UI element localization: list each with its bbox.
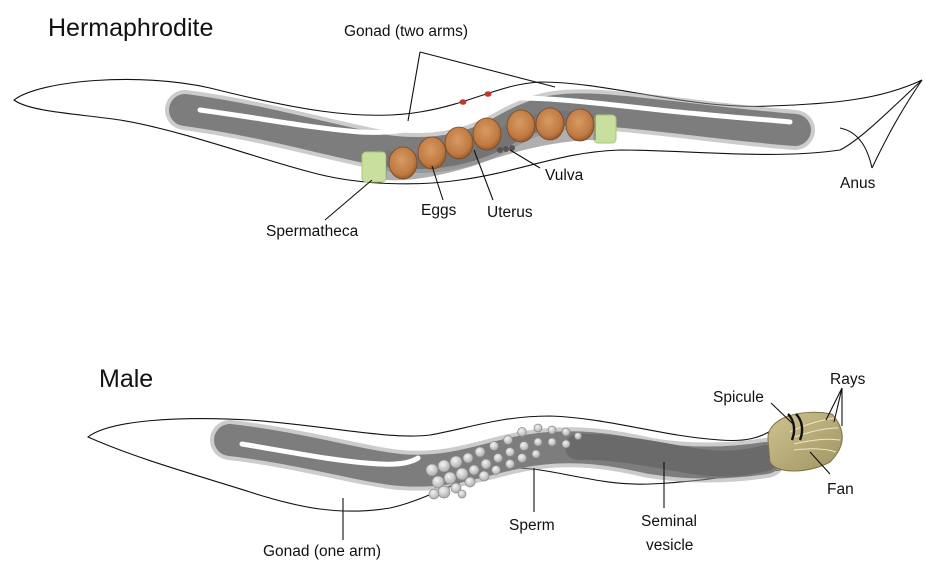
spermatheca-left <box>362 152 386 182</box>
distal-tip-marker-right <box>485 91 492 97</box>
rays-label: Rays <box>830 371 866 388</box>
spermatheca-label: Spermatheca <box>266 223 359 240</box>
hermaphrodite-figure: Hermaphrodite <box>14 14 922 240</box>
uterus-label: Uterus <box>487 204 533 221</box>
egg <box>445 127 473 159</box>
male-title: Male <box>99 365 153 393</box>
fan <box>768 412 842 471</box>
gonad-two-arms-label: Gonad (two arms) <box>344 23 468 40</box>
anus-label: Anus <box>840 175 876 192</box>
spermatheca-leader <box>325 180 372 220</box>
hermaphrodite-title: Hermaphrodite <box>48 14 213 42</box>
eggs-label: Eggs <box>421 202 457 219</box>
egg <box>389 147 417 179</box>
egg <box>536 108 564 140</box>
male-gonad-label: Gonad (one arm) <box>263 543 381 560</box>
egg <box>566 109 594 141</box>
male-figure: Male <box>88 365 866 560</box>
distal-tip-marker-left <box>460 99 467 105</box>
seminal-vesicle-label-line1: Seminal <box>641 513 697 530</box>
gonad-leader-right <box>420 52 555 87</box>
rays-leader-2 <box>834 388 842 422</box>
egg <box>418 137 446 169</box>
rays-leader-1 <box>826 388 842 420</box>
egg <box>507 110 535 142</box>
egg <box>473 118 501 150</box>
fan-label: Fan <box>827 481 854 498</box>
spicule-label: Spicule <box>713 389 764 406</box>
sperm-label: Sperm <box>509 517 555 534</box>
spermatheca-right <box>594 115 616 143</box>
gonad-leader-left <box>408 52 420 121</box>
vulva-label: Vulva <box>545 167 584 184</box>
seminal-vesicle-label-line2: vesicle <box>646 537 693 554</box>
